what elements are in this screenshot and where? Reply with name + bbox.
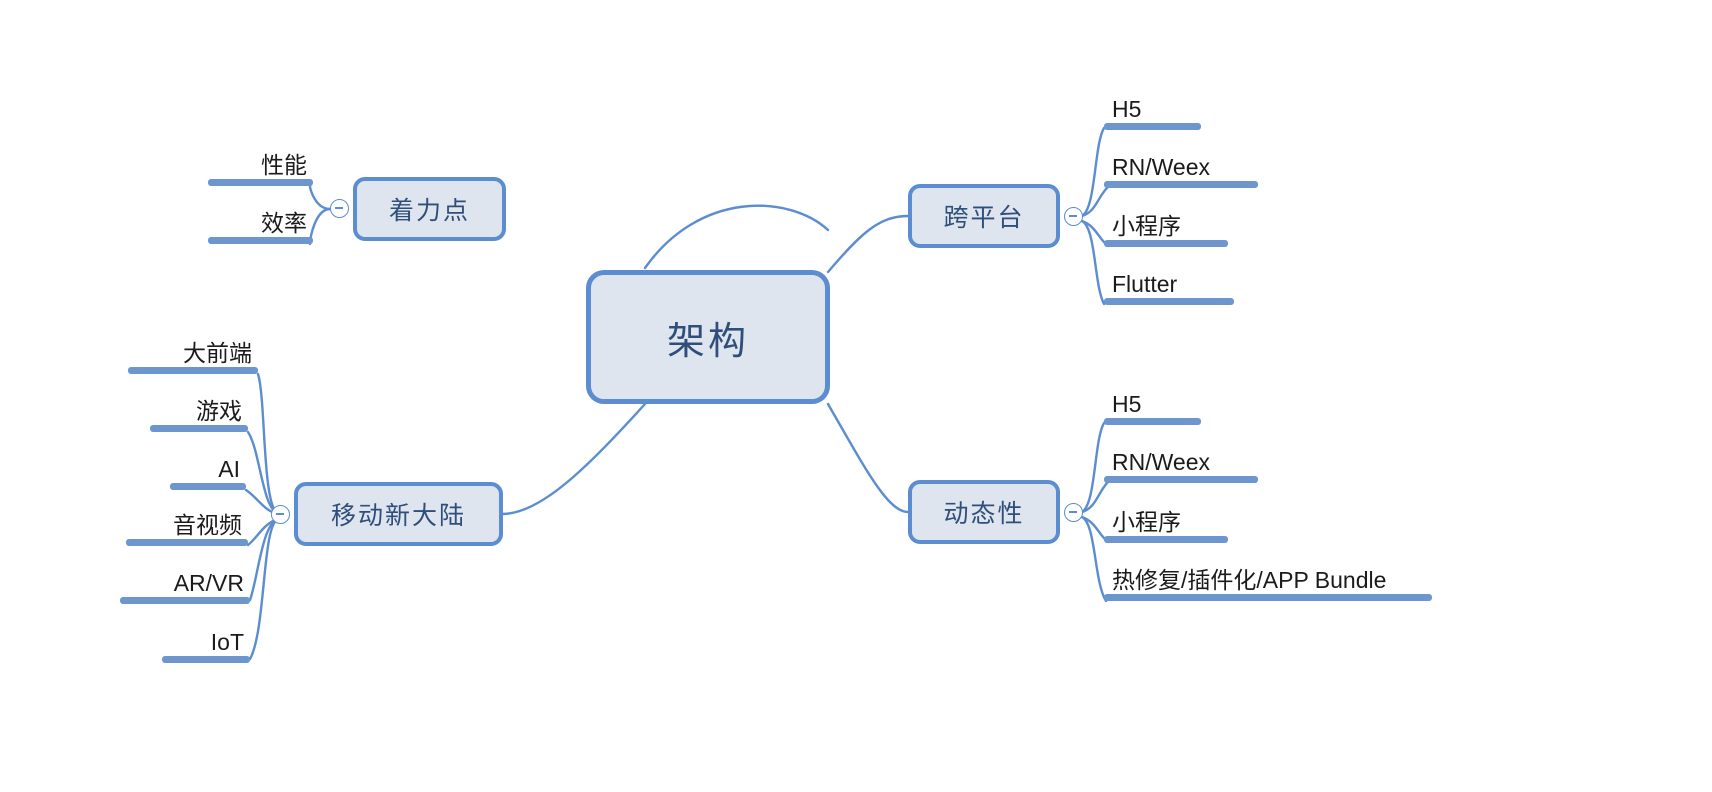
leaf-label-dongtai-rnweex: RN/Weex	[1112, 449, 1210, 475]
leaf-node-kuapingtai-h5[interactable]: H5	[1104, 86, 1201, 130]
leaf-label-dongtai-h5: H5	[1112, 391, 1142, 417]
leaf-bar-dongtai-rnweex	[1104, 476, 1258, 483]
leaf-bar-dongtai-xiaochengxu	[1104, 536, 1228, 543]
leaf-bar-kuapingtai-h5	[1104, 123, 1201, 130]
leaf-node-arvr[interactable]: AR/VR	[120, 560, 250, 604]
leaf-label-dongtai-xiaochengxu: 小程序	[1112, 509, 1181, 535]
leaf-bar-xingneng	[208, 179, 313, 186]
branch-label-kuapingtai: 跨平台	[943, 204, 1025, 232]
leaf-node-kuapingtai-xiaochengxu[interactable]: 小程序	[1104, 203, 1228, 247]
toggle-kuapingtai[interactable]	[1064, 207, 1083, 226]
leaf-bar-dongtai-h5	[1104, 418, 1201, 425]
leaf-bar-kuapingtai-flutter	[1104, 298, 1234, 305]
leaf-bar-kuapingtai-rnweex	[1104, 181, 1258, 188]
leaf-node-iot[interactable]: IoT	[162, 619, 250, 663]
leaf-node-dongtai-hotfix[interactable]: 热修复/插件化/APP Bundle	[1104, 557, 1432, 601]
toggle-dongtaixing[interactable]	[1064, 503, 1083, 522]
leaf-label-dongtai-hotfix: 热修复/插件化/APP Bundle	[1112, 567, 1387, 593]
leaf-bar-dongtai-hotfix	[1104, 594, 1432, 601]
leaf-node-youxi[interactable]: 游戏	[150, 388, 248, 432]
edge-root-zhulidian	[643, 204, 830, 270]
edge-yidong-arvr	[248, 517, 280, 602]
leaf-node-kuapingtai-flutter[interactable]: Flutter	[1104, 261, 1234, 305]
leaf-bar-arvr	[120, 597, 250, 604]
leaf-label-xingneng: 性能	[261, 152, 307, 178]
toggle-yidongxindalu[interactable]	[271, 505, 290, 524]
leaf-label-kuapingtai-flutter: Flutter	[1112, 271, 1178, 297]
branch-label-yidongxindalu: 移动新大陆	[330, 502, 466, 530]
leaf-bar-iot	[162, 656, 250, 663]
edge-yidong-daqianduan	[256, 372, 280, 516]
branch-node-kuapingtai[interactable]: 跨平台	[908, 184, 1060, 248]
leaf-node-xingneng[interactable]: 性能	[208, 142, 313, 186]
edge-root-dongtai	[826, 402, 910, 514]
edge-kuapingtai-flutter	[1080, 219, 1106, 306]
leaf-bar-yinshipin	[126, 539, 248, 546]
edge-dongtai-hotfix	[1080, 515, 1108, 603]
leaf-node-dongtai-xiaochengxu[interactable]: 小程序	[1104, 499, 1228, 543]
root-node[interactable]: 架构	[586, 270, 830, 404]
leaf-label-yinshipin: 音视频	[173, 512, 242, 538]
leaf-bar-daqianduan	[128, 367, 258, 374]
leaf-bar-youxi	[150, 425, 248, 432]
leaf-label-ai: AI	[218, 456, 240, 482]
edge-yidong-yinshipin	[246, 517, 280, 547]
leaf-node-ai[interactable]: AI	[170, 446, 246, 490]
edge-root-kuapingtai	[826, 214, 910, 274]
edge-root-yidong	[500, 402, 647, 516]
leaf-label-daqianduan: 大前端	[183, 340, 252, 366]
branch-label-zhulidian: 着力点	[388, 197, 470, 225]
root-node-label: 架构	[666, 320, 749, 363]
branch-label-dongtaixing: 动态性	[943, 500, 1025, 528]
edge-zhulidian-xiaolv	[308, 207, 332, 246]
leaf-node-kuapingtai-rnweex[interactable]: RN/Weex	[1104, 144, 1258, 188]
leaf-label-kuapingtai-rnweex: RN/Weex	[1112, 154, 1210, 180]
edge-yidong-iot	[248, 517, 280, 661]
leaf-bar-ai	[170, 483, 246, 490]
leaf-label-kuapingtai-h5: H5	[1112, 96, 1142, 122]
leaf-label-arvr: AR/VR	[173, 570, 244, 596]
edge-yidong-youxi	[246, 430, 280, 516]
leaf-bar-xiaolv	[208, 237, 313, 244]
leaf-node-xiaolv[interactable]: 效率	[208, 200, 313, 244]
edge-zhulidian-xingneng	[308, 184, 332, 211]
branch-node-dongtaixing[interactable]: 动态性	[908, 480, 1060, 544]
branch-node-yidongxindalu[interactable]: 移动新大陆	[294, 482, 503, 546]
leaf-node-daqianduan[interactable]: 大前端	[128, 330, 258, 374]
leaf-label-youxi: 游戏	[196, 398, 242, 424]
leaf-node-dongtai-h5[interactable]: H5	[1104, 381, 1201, 425]
branch-node-zhulidian[interactable]: 着力点	[353, 177, 506, 241]
leaf-node-yinshipin[interactable]: 音视频	[126, 502, 248, 546]
leaf-label-iot: IoT	[210, 629, 244, 655]
leaf-node-dongtai-rnweex[interactable]: RN/Weex	[1104, 439, 1258, 483]
toggle-zhulidian[interactable]	[330, 199, 349, 218]
leaf-bar-kuapingtai-xiaochengxu	[1104, 240, 1228, 247]
leaf-label-xiaolv: 效率	[261, 210, 307, 236]
edge-dongtai-h5	[1080, 421, 1106, 514]
leaf-label-kuapingtai-xiaochengxu: 小程序	[1112, 213, 1181, 239]
edge-kuapingtai-h5	[1080, 126, 1106, 218]
